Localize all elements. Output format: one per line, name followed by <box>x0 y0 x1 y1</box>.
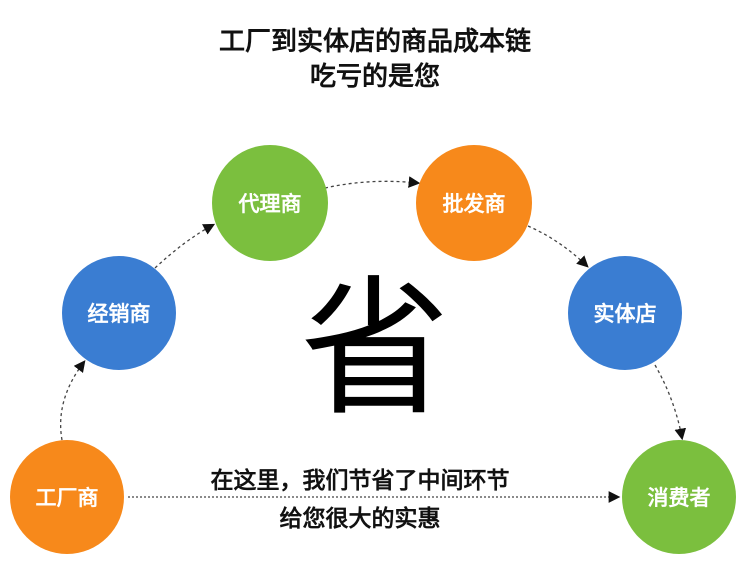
node-factory: 工厂商 <box>10 440 124 554</box>
center-save-character: 省 <box>299 263 450 437</box>
node-wholesaler-label: 批发商 <box>442 192 506 216</box>
node-wholesaler: 批发商 <box>416 145 532 261</box>
connector-factory-to-distributor <box>59 360 86 441</box>
connector-store-to-consumer <box>654 364 687 441</box>
diagram-title-line-2: 吃亏的是您 <box>309 62 440 92</box>
node-consumer: 消费者 <box>622 440 736 554</box>
node-agent: 代理商 <box>212 145 328 261</box>
node-consumer-label: 消费者 <box>647 486 711 510</box>
node-distributor-label: 经销商 <box>87 302 151 326</box>
connector-wholesaler-to-store <box>527 225 589 268</box>
connector-distributor-to-agent <box>154 223 216 269</box>
node-distributor: 经销商 <box>62 256 176 370</box>
savings-caption-line-2: 给您很大的实惠 <box>279 506 441 532</box>
connector-agent-to-wholesaler <box>324 176 421 189</box>
diagram-title-line-1: 工厂到实体店的商品成本链 <box>218 27 531 57</box>
node-store: 实体店 <box>568 256 682 370</box>
savings-caption-line-1: 在这里，我们节省了中间环节 <box>210 468 510 494</box>
node-factory-label: 工厂商 <box>35 486 99 510</box>
node-agent-label: 代理商 <box>238 192 302 216</box>
node-store-label: 实体店 <box>593 302 657 326</box>
